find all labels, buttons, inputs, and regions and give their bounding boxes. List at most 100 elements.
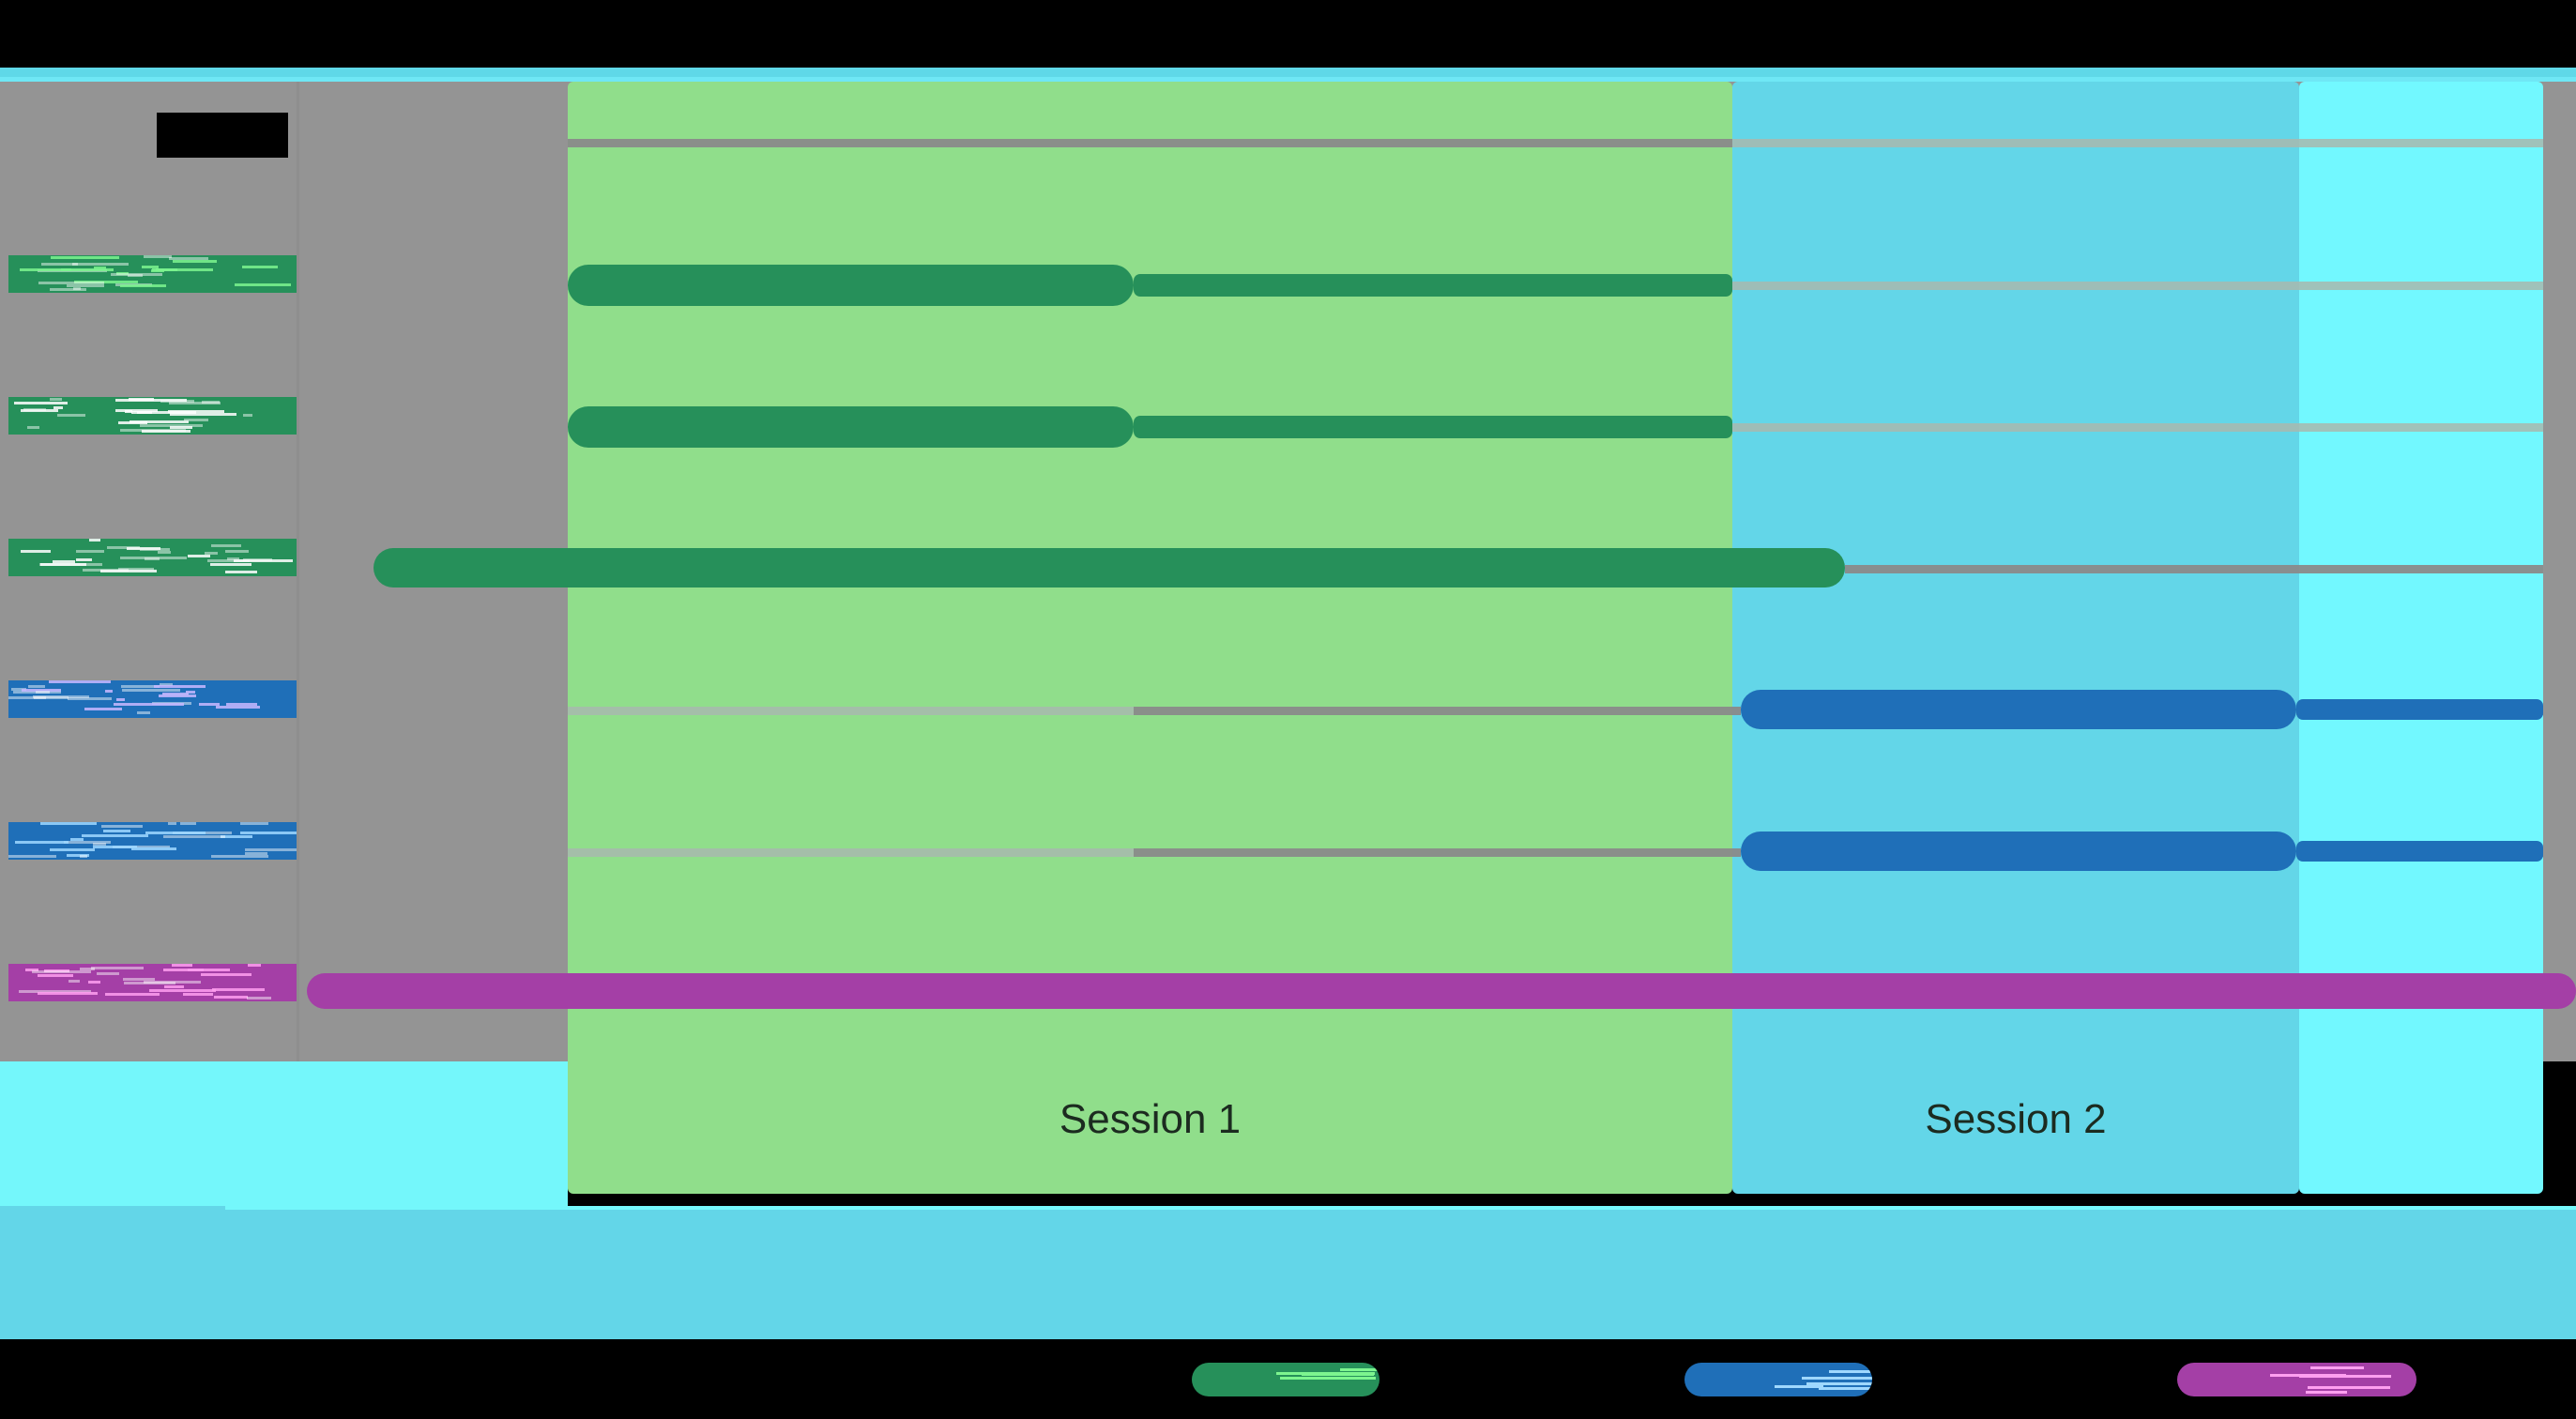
redaction-streak [8,696,46,699]
redaction-streak [163,835,225,838]
redaction-streak [1299,1377,1376,1380]
redaction-streak [140,548,170,551]
redaction-streak [149,989,216,992]
grid-rail-row-2-right [1732,423,2543,432]
row-label-2-redacted [8,397,297,435]
redaction-streak [124,982,175,984]
redaction-streak [115,409,158,412]
redaction-streak [169,257,208,260]
redaction-streak [80,855,87,858]
redaction-streak [38,974,73,977]
redaction-streak [162,693,189,695]
task-bar-row-3[interactable] [373,548,1845,587]
redaction-streak [144,981,201,984]
footer-accent-rule [225,1206,2576,1210]
redaction-streak [199,703,220,706]
redaction-streak [131,411,196,414]
redaction-streak [72,263,129,266]
redaction-streak [21,550,51,553]
redaction-streak [184,419,208,421]
redaction-streak [33,695,89,698]
redaction-streak [154,685,206,688]
redaction-streak [128,274,143,277]
task-rail-row-2[interactable] [1134,416,1732,438]
grid-rail-row-1-right [1732,282,2543,290]
task-bar-row-5[interactable] [1741,832,2296,871]
redaction-streak [1280,1377,1317,1380]
redaction-streak [93,846,137,848]
redaction-streak [137,711,150,714]
redaction-streak [41,263,78,266]
task-rail-row-1[interactable] [1134,274,1732,297]
redaction-streak [67,854,89,857]
task-bar-row-4[interactable] [1741,690,2296,729]
session-band-1-label: Session 1 [1059,1096,1242,1142]
redaction-streak [1830,1382,1872,1385]
redaction-streak [158,551,171,554]
task-bar-row-2[interactable] [568,406,1134,448]
redaction-streak [91,967,144,969]
redaction-streak [76,550,104,553]
redaction-streak [201,973,252,976]
redaction-streak [38,992,98,995]
task-rail-row-5[interactable] [2296,841,2543,862]
legend-item-green[interactable] [1192,1363,1379,1396]
redaction-streak [118,568,154,571]
redaction-streak [116,698,125,701]
redaction-streak [69,980,80,983]
redaction-streak [68,697,112,700]
redaction-streak [142,430,191,433]
redaction-streak [22,689,61,692]
session-band-1[interactable] [568,82,1732,1194]
redaction-streak [1334,1372,1372,1375]
redaction-streak [97,972,119,975]
redaction-streak [115,399,187,402]
redaction-streak [144,255,172,258]
redaction-streak [94,267,106,269]
task-bar-row-6[interactable] [307,973,2576,1009]
row-label-3-redacted [8,539,297,576]
redaction-streak [168,410,224,413]
redaction-streak [101,825,143,828]
redaction-streak [120,284,166,287]
legend-item-magenta[interactable] [2177,1363,2416,1396]
redaction-streak [2270,1374,2346,1377]
redaction-streak [38,282,104,284]
redaction-streak [145,557,160,560]
grid-rail-top [568,139,1732,147]
redaction-streak [67,284,104,287]
redaction-streak [221,835,252,838]
redaction-streak [214,996,248,999]
redaction-streak [32,970,91,973]
redaction-streak [1276,1372,1375,1375]
top-accent-rule-secondary [0,77,2576,82]
redaction-streak [202,401,220,404]
task-bar-row-1[interactable] [568,265,1134,306]
redaction-streak [53,560,75,563]
redaction-streak [210,563,252,566]
redaction-streak [51,256,119,259]
redaction-streak [74,281,138,283]
redaction-streak [34,696,69,699]
task-rail-row-4[interactable] [2296,699,2543,720]
redaction-streak [243,414,252,417]
session-band-3[interactable] [2299,82,2543,1194]
redaction-streak [111,273,162,276]
redaction-streak [100,570,157,572]
redaction-streak [156,268,213,271]
redaction-streak [226,703,257,706]
redaction-streak [61,268,114,271]
redaction-streak [25,969,38,971]
grid-rail-row-5 [1134,848,1741,857]
redaction-streak [13,691,61,694]
session-band-2[interactable] [1732,82,2299,1194]
legend-item-blue[interactable] [1684,1363,1872,1396]
redaction-streak [88,981,100,984]
redaction-streak [211,544,241,547]
column-separator [297,82,299,1061]
redaction-streak [130,420,189,423]
redaction-streak [107,546,140,549]
redaction-streak [140,424,203,427]
redaction-streak [27,426,39,429]
